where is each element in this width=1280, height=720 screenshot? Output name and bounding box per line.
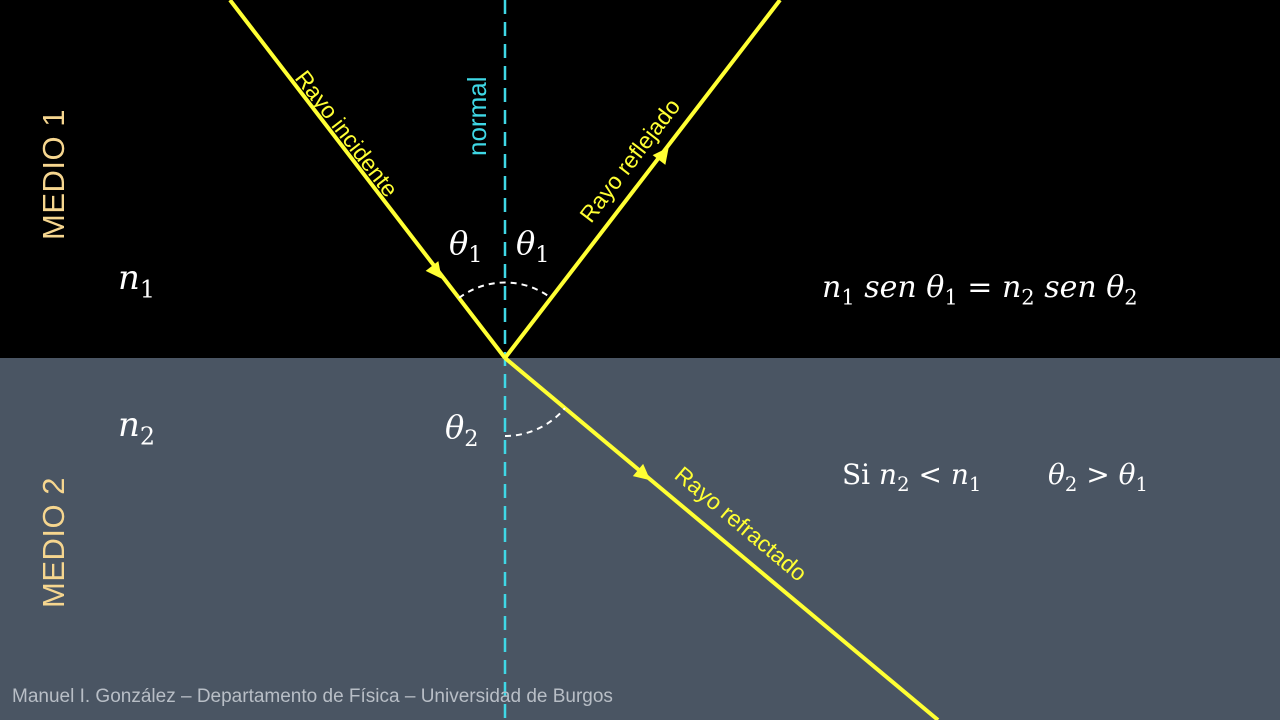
reflected-ray xyxy=(503,0,782,360)
theta2-symbol: θ2 xyxy=(445,408,479,452)
condition-d: θ xyxy=(1118,458,1136,491)
theta1-right-base: θ xyxy=(516,224,536,262)
snell-a: n xyxy=(822,270,842,305)
normal-label: normal xyxy=(462,76,492,156)
condition-c: θ xyxy=(1048,458,1065,491)
theta1-left-base: θ xyxy=(449,224,469,262)
theta1-arc xyxy=(458,281,552,299)
n1-sub: 1 xyxy=(139,275,156,304)
incident-ray xyxy=(228,0,507,360)
n2-sub: 2 xyxy=(139,422,156,451)
snell-equals: = xyxy=(967,270,993,305)
reflected-arrow xyxy=(652,147,669,165)
credit-footer: Manuel I. González – Departamento de Fís… xyxy=(12,686,613,707)
theta1-left-sub: 1 xyxy=(468,241,483,268)
condition-a: n xyxy=(879,458,898,491)
snell-c-sub: 2 xyxy=(1021,285,1035,310)
medium-2-label: MEDIO 2 xyxy=(36,477,71,608)
theta2-arc xyxy=(504,407,566,438)
condition-statement: Si n2 < n1 xyxy=(842,458,981,496)
condition-c-sub: 2 xyxy=(1064,472,1078,496)
condition-lt: < xyxy=(918,458,942,491)
theta1-left-symbol: θ1 xyxy=(449,224,483,268)
snell-d-sub: 2 xyxy=(1124,285,1138,310)
snell-law-equation: n1 sen θ1 = n2 sen θ2 xyxy=(822,270,1138,309)
theta1-right-sub: 1 xyxy=(535,241,550,268)
snell-b: sen θ xyxy=(864,270,945,305)
condition-d-sub: 1 xyxy=(1135,472,1148,496)
medium-2-region xyxy=(0,358,1280,720)
medium-1-label: MEDIO 1 xyxy=(36,109,71,240)
condition-a-sub: 2 xyxy=(897,472,910,496)
condition-si: Si xyxy=(842,458,871,491)
n2-base: n xyxy=(118,405,140,445)
refracted-ray xyxy=(503,356,940,720)
snell-a-sub: 1 xyxy=(841,285,855,310)
snell-d: sen θ xyxy=(1044,270,1125,305)
snell-b-sub: 1 xyxy=(944,285,958,310)
n1-base: n xyxy=(118,258,140,298)
condition-gt: > xyxy=(1086,458,1110,491)
snell-c: n xyxy=(1001,270,1022,305)
theta1-right-symbol: θ1 xyxy=(516,224,550,268)
theta2-base: θ xyxy=(445,408,465,446)
refracted-arrow xyxy=(632,463,651,481)
incident-arrow xyxy=(425,261,442,279)
theta2-sub: 2 xyxy=(464,425,479,452)
n1-symbol: n1 xyxy=(118,258,155,303)
condition-b-sub: 1 xyxy=(968,472,982,496)
condition-b: n xyxy=(950,458,969,491)
n2-symbol: n2 xyxy=(118,405,155,450)
condition-result: θ2 > θ1 xyxy=(1048,458,1148,496)
